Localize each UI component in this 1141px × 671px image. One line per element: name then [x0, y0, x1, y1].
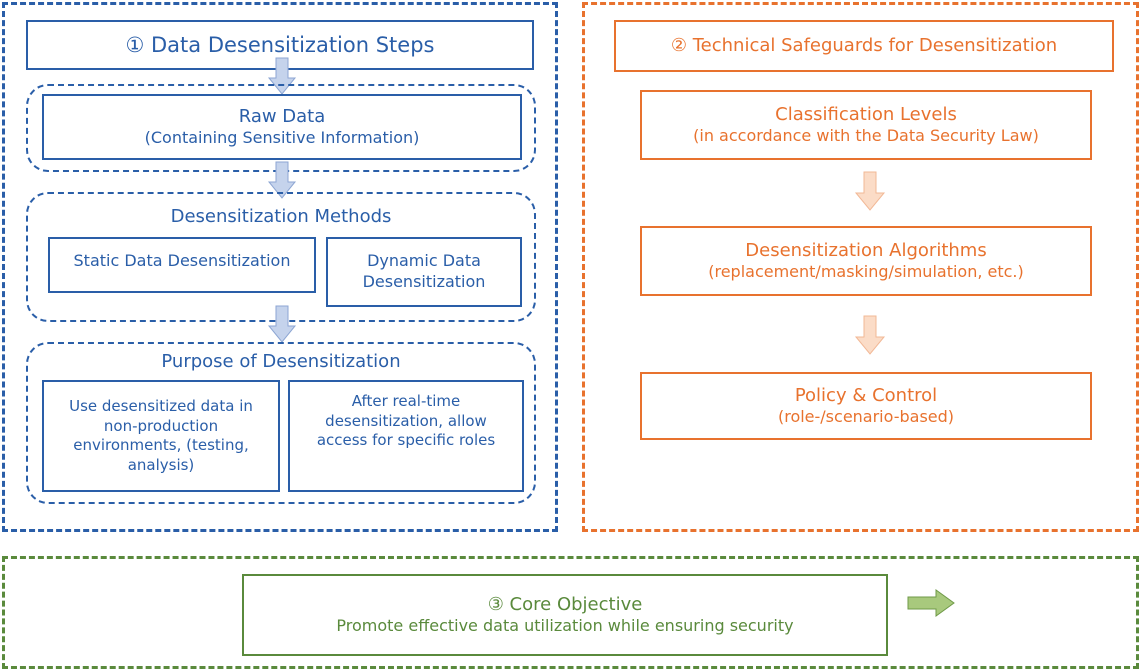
purpose-nonproduction-box: Use desensitized data in non-production … — [42, 380, 280, 492]
arrow-down-orange-1 — [854, 171, 886, 211]
classification-box: Classification Levels (in accordance wit… — [640, 90, 1092, 160]
objective-box: ③ Core Objective Promote effective data … — [242, 574, 888, 656]
static-desensitization-label: Static Data Desensitization — [73, 251, 291, 270]
objective-title: ③ Core Objective — [487, 593, 643, 615]
purpose-left-line: analysis) — [127, 455, 195, 474]
steps-title-text: ① Data Desensitization Steps — [125, 32, 435, 57]
purpose-right-line: After real-time — [351, 392, 461, 410]
static-desensitization-box: Static Data Desensitization — [48, 237, 316, 293]
safeguards-title: ② Technical Safeguards for Desensitizati… — [614, 20, 1114, 72]
algorithms-box: Desensitization Algorithms (replacement/… — [640, 226, 1092, 296]
policy-subtitle: (role-/scenario-based) — [777, 407, 955, 427]
dynamic-desensitization-line2: Desensitization — [362, 272, 486, 291]
classification-subtitle: (in accordance with the Data Security La… — [693, 126, 1039, 146]
safeguards-title-text: ② Technical Safeguards for Desensitizati… — [670, 35, 1058, 57]
steps-panel — [2, 2, 558, 532]
raw-data-title: Raw Data — [238, 105, 326, 127]
objective-panel — [2, 556, 1139, 669]
dynamic-desensitization-line1: Dynamic Data — [367, 251, 481, 271]
methods-title: Desensitization Methods — [170, 206, 392, 227]
arrow-down-orange-2 — [854, 315, 886, 355]
arrow-right-green — [907, 589, 955, 617]
purpose-title: Purpose of Desensitization — [161, 351, 401, 372]
arrow-down-2 — [267, 161, 297, 199]
purpose-right-line: desensitization, allow — [325, 411, 487, 430]
arrow-down-3 — [267, 305, 297, 343]
raw-data-subtitle: (Containing Sensitive Information) — [144, 128, 420, 148]
policy-box: Policy & Control (role-/scenario-based) — [640, 372, 1092, 440]
classification-title: Classification Levels — [775, 103, 957, 125]
purpose-realtime-box: After real-time desensitization, allow a… — [288, 380, 524, 492]
policy-title: Policy & Control — [794, 384, 938, 406]
purpose-right-line: access for specific roles — [316, 431, 496, 449]
dynamic-desensitization-box: Dynamic Data Desensitization — [326, 237, 522, 307]
objective-subtitle: Promote effective data utilization while… — [336, 616, 794, 636]
purpose-left-line: Use desensitized data in — [69, 397, 253, 415]
purpose-group — [26, 342, 536, 504]
purpose-left-line: non-production — [103, 416, 219, 435]
safeguards-panel — [582, 2, 1139, 532]
purpose-left-line: environments, (testing, — [73, 436, 249, 454]
raw-data-box: Raw Data (Containing Sensitive Informati… — [42, 94, 522, 160]
algorithms-subtitle: (replacement/masking/simulation, etc.) — [708, 262, 1024, 282]
algorithms-title: Desensitization Algorithms — [745, 239, 987, 261]
